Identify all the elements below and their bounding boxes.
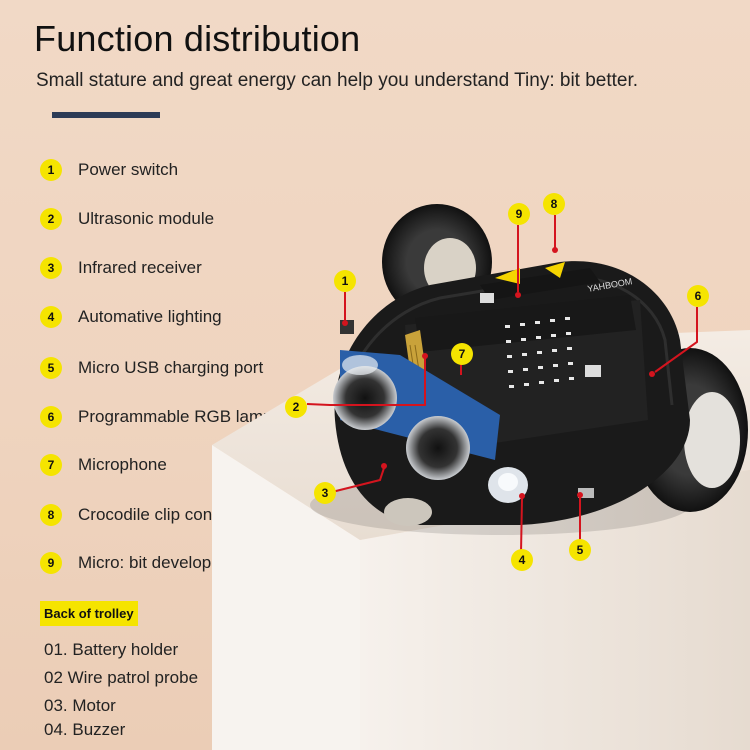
number-badge: 9 [40, 552, 62, 574]
right-wheel [632, 348, 748, 512]
feature-label: Micro: bit development board [78, 553, 298, 572]
feature-label: Ultrasonic module [78, 209, 215, 228]
back-item: 04. Buzzer [44, 720, 126, 739]
rear-left-wheel [382, 204, 492, 320]
callout-4: 4 [511, 549, 533, 571]
page-subtitle: Small stature and great energy can help … [36, 70, 639, 91]
number-badge: 2 [40, 208, 62, 230]
robot-chassis [334, 261, 690, 525]
feature-item: 2 Ultrasonic module [40, 204, 214, 234]
microbit-board [405, 293, 648, 475]
feature-item: 3 Infrared receiver [40, 253, 202, 283]
page-title: Function distribution [34, 18, 361, 59]
number-badge: 6 [40, 406, 62, 428]
title-underline-bar [52, 112, 160, 118]
feature-label: Infrared receiver [78, 258, 202, 277]
feature-label: Crocodile clip connector * 4 [78, 505, 285, 524]
usb-port [578, 488, 594, 498]
number-badge: 5 [40, 357, 62, 379]
feature-item: 6 Programmable RGB lamp [40, 402, 273, 432]
feature-label: Automative lighting [78, 307, 222, 326]
callout-8: 8 [543, 193, 565, 215]
number-badge: 1 [40, 159, 62, 181]
feature-label: Programmable RGB lamp [78, 407, 273, 426]
board-brand-text: YAHBOOM [587, 276, 633, 294]
feature-item: 4 Automative lighting [40, 302, 222, 332]
number-badge: 4 [40, 306, 62, 328]
back-of-trolley-badge: Back of trolley [40, 601, 138, 626]
back-item: 03. Motor [44, 696, 116, 715]
feature-item: 5 Micro USB charging port [40, 353, 263, 383]
callout-6: 6 [687, 285, 709, 307]
callout-1: 1 [334, 270, 356, 292]
feature-item: 7 Microphone [40, 450, 167, 480]
feature-label: Power switch [78, 160, 179, 179]
callout-7: 7 [451, 343, 473, 365]
back-item: 02 Wire patrol probe [44, 668, 199, 687]
front-led [488, 467, 528, 503]
feature-item: 1 Power switch [40, 155, 178, 185]
power-switch [340, 320, 354, 334]
feature-item: 8 Crocodile clip connector * 4 [40, 500, 285, 530]
number-badge: 7 [40, 454, 62, 476]
feature-label: Micro USB charging port [78, 358, 264, 377]
caster-wheel [384, 498, 432, 526]
callout-3: 3 [314, 482, 336, 504]
number-badge: 3 [40, 257, 62, 279]
led-matrix [505, 317, 574, 388]
display-pedestal [212, 330, 750, 750]
callout-lines [306, 215, 698, 554]
feature-item: 9 Micro: bit development board [40, 548, 297, 578]
callout-5: 5 [569, 539, 591, 561]
callout-2: 2 [285, 396, 307, 418]
ultrasonic-module [333, 350, 500, 480]
callout-9: 9 [508, 203, 530, 225]
back-item: 01. Battery holder [44, 640, 179, 659]
number-badge: 8 [40, 504, 62, 526]
feature-label: Microphone [78, 455, 167, 474]
